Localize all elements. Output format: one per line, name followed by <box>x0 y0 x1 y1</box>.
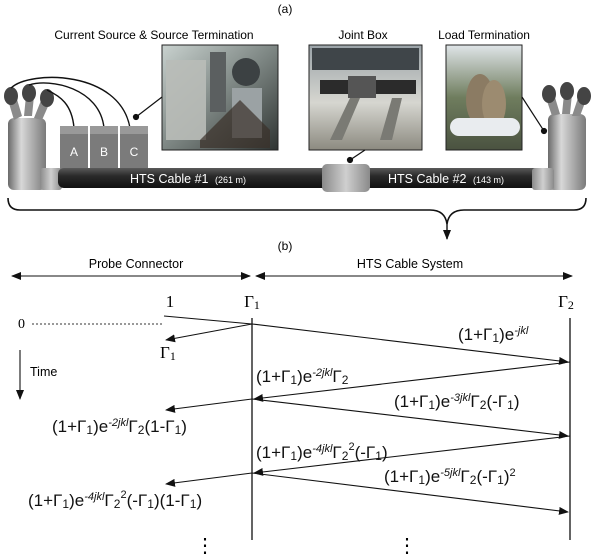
right-termination <box>532 82 591 190</box>
lattice-arrows <box>163 315 571 515</box>
term-transmit-5: (1+Γ1)e-5jklΓ2(-Γ1)2 <box>384 467 516 487</box>
svg-text:Γ1: Γ1 <box>160 343 176 363</box>
gamma1-subscript: 1 <box>254 298 260 312</box>
phase-c-label: C <box>130 145 139 159</box>
time-label: Time <box>30 365 57 379</box>
transmit-1-arrow <box>251 323 569 365</box>
caption-source: Current Source & Source Termination <box>54 28 253 42</box>
gamma2-label: Γ <box>558 292 568 311</box>
transmit-5-arrow <box>251 472 569 515</box>
phase-b-label: B <box>100 145 108 159</box>
incident-arrow <box>163 315 253 325</box>
term-reflect-4: (1+Γ1)e-4jklΓ22(-Γ1) <box>256 441 388 463</box>
hts-cable: HTS Cable #1 (261 m) HTS Cable #2 (143 m… <box>58 164 540 192</box>
joint-box-photo <box>308 44 423 151</box>
time-zero-label: 0 <box>18 317 25 332</box>
reflect-2-arrow <box>253 361 571 402</box>
transmit-3-arrow <box>251 398 569 439</box>
reflect-gamma1-arrow <box>165 323 253 343</box>
caption-load: Load Termination <box>438 28 530 42</box>
return-1-arrow <box>165 398 253 413</box>
incident-label: 1 <box>166 292 175 311</box>
term-transmit-1: (1+Γ1)e-jkl <box>458 325 529 345</box>
svg-text:Γ1: Γ1 <box>244 292 260 312</box>
photo-leader-lines <box>132 96 548 164</box>
svg-text:HTS Cable #2 (143 m): HTS Cable #2 (143 m) <box>388 172 504 186</box>
return-2-arrow <box>165 472 253 487</box>
gamma2-subscript: 2 <box>568 298 574 312</box>
ellipsis-right: ⋮ <box>397 535 417 557</box>
panel-a-label: (a) <box>278 2 293 16</box>
reflected-gamma1-subscript: 1 <box>170 349 176 363</box>
cable-2-length: (143 m) <box>473 175 504 185</box>
current-source-boxes: A B C <box>60 126 148 170</box>
cable-1-name: HTS Cable #1 <box>130 172 209 186</box>
cable-2-name: HTS Cable #2 <box>388 172 467 186</box>
source-termination-photo <box>161 44 279 151</box>
lattice-term-labels: (1+Γ1)e-jkl (1+Γ1)e-2jklΓ2 (1+Γ1)e-3jklΓ… <box>28 325 529 511</box>
gamma1-label: Γ <box>244 292 254 311</box>
cable-1-length: (261 m) <box>215 175 246 185</box>
hts-cable-system-label: HTS Cable System <box>357 257 463 271</box>
reflect-4-arrow <box>253 435 571 476</box>
caption-joint-box: Joint Box <box>338 28 387 42</box>
left-termination <box>4 76 131 190</box>
load-termination-photo <box>445 44 523 151</box>
term-return-2: (1+Γ1)e-4jklΓ22(-Γ1)(1-Γ1) <box>28 489 202 511</box>
ellipsis-left: ⋮ <box>195 535 215 557</box>
probe-connector-label: Probe Connector <box>89 257 184 271</box>
system-brace <box>7 197 587 225</box>
panel-b-label: (b) <box>278 239 293 253</box>
svg-text:Γ2: Γ2 <box>558 292 574 312</box>
reflected-gamma1-label: Γ <box>160 343 170 362</box>
term-return-1: (1+Γ1)e-2jklΓ2(1-Γ1) <box>52 417 187 437</box>
term-transmit-3: (1+Γ1)e-3jklΓ2(-Γ1) <box>394 392 520 412</box>
term-reflect-2: (1+Γ1)e-2jklΓ2 <box>256 367 349 387</box>
phase-a-label: A <box>70 145 78 159</box>
svg-text:HTS Cable #1 (261 m): HTS Cable #1 (261 m) <box>130 172 246 186</box>
